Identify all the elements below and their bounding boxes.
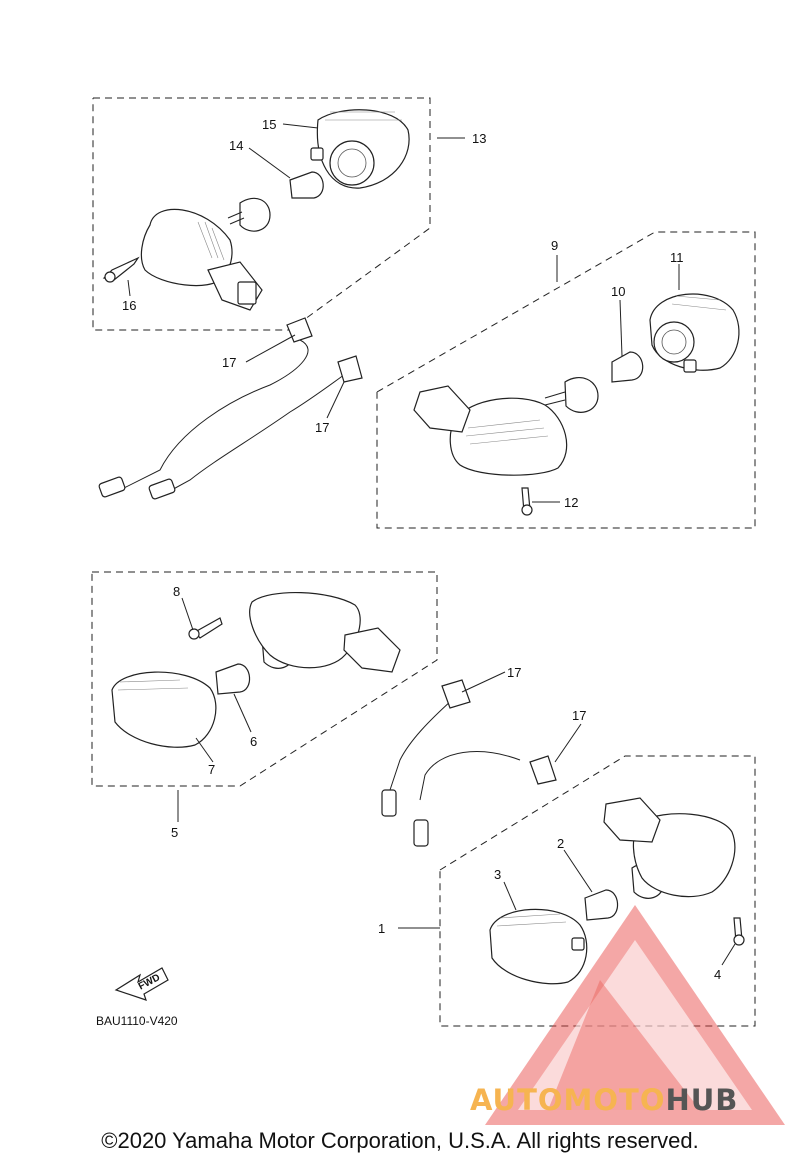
callout-12: 12 — [564, 495, 578, 510]
assembly-9-group — [376, 231, 756, 529]
callout-15: 15 — [262, 117, 276, 132]
callout-17-c: 17 — [507, 665, 521, 680]
callout-4: 4 — [714, 967, 721, 982]
callout-14: 14 — [229, 138, 243, 153]
watermark-text: AUTOMOTOHUB — [470, 1083, 738, 1117]
callout-3: 3 — [494, 867, 501, 882]
callout-1: 1 — [378, 921, 385, 936]
callout-6: 6 — [250, 734, 257, 749]
callout-8: 8 — [173, 584, 180, 599]
watermark-logo — [485, 905, 785, 1125]
wiring-bottom-group — [381, 679, 557, 847]
callout-16: 16 — [122, 298, 136, 313]
copyright-notice: ©2020 Yamaha Motor Corporation, U.S.A. A… — [101, 1128, 699, 1153]
assembly-5-group — [91, 571, 438, 787]
diagram-code: BAU1110-V420 — [96, 1014, 178, 1028]
callout-11: 11 — [670, 250, 684, 265]
assembly-13-group — [92, 97, 431, 331]
callout-2: 2 — [557, 836, 564, 851]
callout-9: 9 — [551, 238, 558, 253]
callout-17-d: 17 — [572, 708, 586, 723]
callout-13: 13 — [472, 131, 486, 146]
watermark-part2: HUB — [665, 1083, 739, 1117]
callout-17-a: 17 — [222, 355, 236, 370]
callout-17-b: 17 — [315, 420, 329, 435]
callouts: 1 2 3 4 5 6 7 8 9 10 11 12 13 14 15 16 1… — [122, 117, 721, 982]
fwd-arrow: FWD — [114, 967, 169, 1001]
parts-diagram: 1 2 3 4 5 6 7 8 9 10 11 12 13 14 15 16 1… — [91, 97, 785, 1125]
wiring-top-group — [98, 317, 363, 500]
callout-10: 10 — [611, 284, 625, 299]
callout-5: 5 — [171, 825, 178, 840]
watermark-part1: AUTOMOTO — [470, 1083, 666, 1117]
callout-7: 7 — [208, 762, 215, 777]
assembly-1-group — [439, 755, 756, 1027]
leader-lines — [127, 123, 736, 966]
